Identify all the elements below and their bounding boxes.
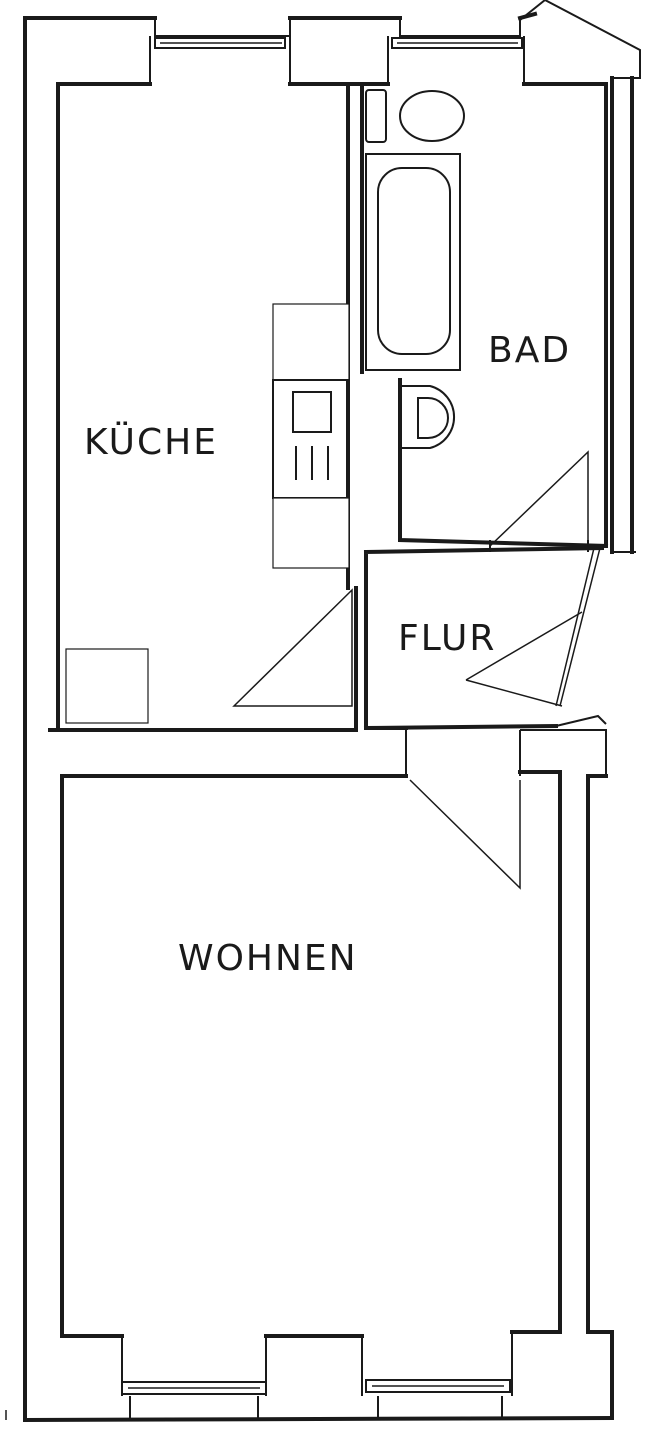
counter-upper bbox=[272, 303, 350, 381]
room-label-wohnen: WOHNEN bbox=[178, 938, 358, 979]
kitchen-cabinet bbox=[65, 648, 149, 724]
window-wohnen-right bbox=[361, 1332, 513, 1420]
door-wohnen bbox=[409, 779, 521, 890]
bathtub-inner bbox=[377, 167, 451, 355]
door-bad bbox=[489, 450, 589, 552]
stove bbox=[272, 379, 350, 499]
room-label-bad: BAD bbox=[488, 330, 571, 371]
window-wohnen-left bbox=[121, 1336, 267, 1420]
window-bad bbox=[387, 18, 525, 84]
room-label-flur: FLUR bbox=[398, 618, 496, 659]
windows bbox=[121, 18, 525, 1420]
window-kueche bbox=[149, 18, 291, 84]
room-label-kueche: KÜCHE bbox=[84, 421, 218, 463]
doors bbox=[232, 450, 601, 890]
washbasin bbox=[399, 385, 456, 449]
toilet-bowl bbox=[399, 90, 465, 142]
inner-walls bbox=[48, 82, 609, 1338]
outer-walls bbox=[22, 0, 641, 1423]
bathroom-fixtures bbox=[365, 89, 465, 449]
kitchen-fixtures bbox=[65, 303, 350, 724]
door-entrance bbox=[465, 547, 601, 707]
counter-lower bbox=[272, 497, 350, 569]
toilet-tank bbox=[365, 89, 387, 143]
bathtub bbox=[365, 153, 461, 371]
door-kueche bbox=[232, 588, 353, 707]
